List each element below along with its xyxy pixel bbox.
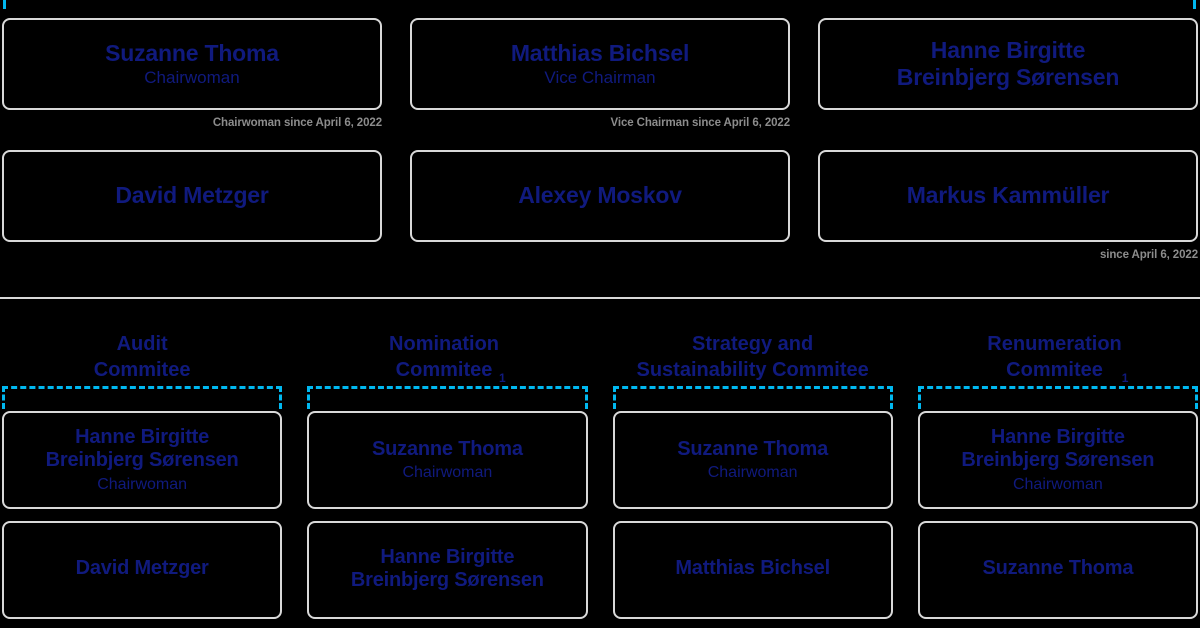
- board-member-slot-5: Alexey Moskov: [410, 150, 790, 263]
- board-member-card[interactable]: David Metzger: [2, 150, 382, 242]
- board-row-2: David Metzger Alexey Moskov Markus Kammü…: [0, 150, 1200, 263]
- member-name: Hanne Birgitte Breinbjerg Sørensen: [961, 426, 1155, 472]
- committee-footnote-marker: 1: [1121, 371, 1129, 385]
- committee-member-card[interactable]: Suzanne Thoma Chairwoman: [307, 411, 588, 509]
- member-name: Matthias Bichsel: [510, 39, 690, 66]
- member-caption: Vice Chairman since April 6, 2022: [610, 117, 790, 129]
- committees-section: Audit Commitee Hanne Birgitte Breinbjerg…: [0, 310, 1200, 619]
- committee-member-list: Hanne Birgitte Breinbjerg Sørensen Chair…: [2, 411, 283, 619]
- board-member-slot-4: David Metzger: [2, 150, 382, 263]
- committee-strategy-sustainability: Strategy and Sustainability Commitee Suz…: [612, 310, 893, 619]
- member-role: Vice Chairman: [544, 67, 656, 87]
- board-member-card[interactable]: Markus Kammüller: [818, 150, 1198, 242]
- board-member-card[interactable]: Suzanne Thoma Chairwoman: [2, 18, 382, 110]
- committee-member-card[interactable]: Hanne Birgitte Breinbjerg Sørensen Chair…: [917, 411, 1198, 509]
- member-name: Hanne Birgitte Breinbjerg Sørensen: [350, 545, 544, 591]
- member-role: Chairwoman: [97, 475, 188, 493]
- committee-member-card[interactable]: Matthias Bichsel: [612, 521, 893, 619]
- board-row-1: Suzanne Thoma Chairwoman Chairwoman sinc…: [0, 18, 1200, 131]
- committee-member-card[interactable]: David Metzger: [2, 521, 283, 619]
- member-name: Alexey Moskov: [518, 182, 682, 209]
- committee-title-text: Audit Commitee: [93, 332, 191, 382]
- committee-member-list: Hanne Birgitte Breinbjerg Sørensen Chair…: [917, 411, 1198, 619]
- board-member-card[interactable]: Hanne Birgitte Breinbjerg Sørensen: [818, 18, 1198, 110]
- member-caption: Chairwoman since April 6, 2022: [212, 117, 382, 129]
- committee-audit: Audit Commitee Hanne Birgitte Breinbjerg…: [2, 310, 283, 619]
- committee-title-text: Renumeration Commitee: [987, 332, 1122, 382]
- board-member-card[interactable]: Alexey Moskov: [410, 150, 790, 242]
- member-name: David Metzger: [115, 182, 269, 209]
- committee-title: Strategy and Sustainability Commitee: [613, 310, 893, 386]
- board-member-slot-3: Hanne Birgitte Breinbjerg Sørensen: [818, 18, 1198, 131]
- committee-member-list: Suzanne Thoma Chairwoman Matthias Bichse…: [612, 411, 893, 619]
- committee-title-text: Strategy and Sustainability Commitee: [636, 332, 869, 382]
- section-divider: [0, 297, 1200, 299]
- member-name: Suzanne Thoma: [677, 437, 828, 460]
- member-caption: [410, 249, 790, 263]
- member-role: Chairwoman: [1012, 475, 1103, 493]
- member-name: Suzanne Thoma: [372, 437, 523, 460]
- board-member-slot-1: Suzanne Thoma Chairwoman Chairwoman sinc…: [2, 18, 382, 131]
- board-member-card[interactable]: Matthias Bichsel Vice Chairman: [410, 18, 790, 110]
- committee-member-card[interactable]: Hanne Birgitte Breinbjerg Sørensen Chair…: [2, 411, 283, 509]
- member-caption: [2, 249, 382, 263]
- member-caption: since April 6, 2022: [1099, 249, 1198, 261]
- committee-connector-bracket: [307, 386, 588, 409]
- member-name: David Metzger: [75, 557, 209, 580]
- member-role: Chairwoman: [144, 67, 240, 87]
- member-name: Suzanne Thoma: [982, 557, 1134, 580]
- member-name: Suzanne Thoma: [105, 39, 279, 66]
- member-name: Hanne Birgitte Breinbjerg Sørensen: [45, 426, 239, 472]
- board-member-slot-2: Matthias Bichsel Vice Chairman Vice Chai…: [410, 18, 790, 131]
- committee-member-list: Suzanne Thoma Chairwoman Hanne Birgitte …: [307, 411, 588, 619]
- committee-member-card[interactable]: Suzanne Thoma: [917, 521, 1198, 619]
- top-connector-stub-right: [1193, 0, 1196, 9]
- member-name: Matthias Bichsel: [675, 557, 830, 580]
- member-role: Chairwoman: [402, 464, 493, 482]
- top-connector-stub-left: [3, 0, 6, 9]
- committee-member-card[interactable]: Suzanne Thoma Chairwoman: [612, 411, 893, 509]
- committee-member-card[interactable]: Hanne Birgitte Breinbjerg Sørensen: [307, 521, 588, 619]
- member-name: Markus Kammüller: [906, 182, 1110, 209]
- member-caption: [818, 117, 1198, 131]
- member-role: Chairwoman: [707, 464, 798, 482]
- member-name: Hanne Birgitte Breinbjerg Sørensen: [896, 36, 1120, 90]
- committee-footnote-marker: 1: [499, 371, 506, 385]
- committee-title: Audit Commitee: [2, 310, 282, 386]
- board-member-slot-6: Markus Kammüller since April 6, 2022: [818, 150, 1198, 263]
- committee-title-text: Nomination Commitee: [389, 332, 500, 382]
- committee-connector-bracket: [612, 386, 893, 409]
- committee-connector-bracket: [917, 386, 1198, 409]
- committee-connector-bracket: [2, 386, 283, 409]
